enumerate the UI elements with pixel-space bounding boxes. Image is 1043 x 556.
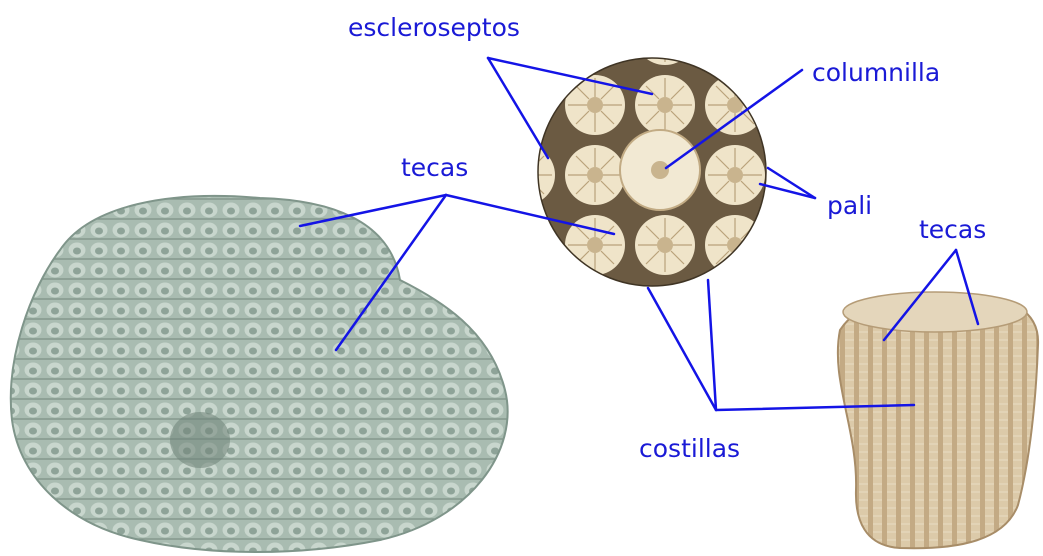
right-coral-specimen bbox=[838, 292, 1038, 548]
label-tecas-right: tecas bbox=[919, 217, 986, 242]
left-coral-shadow bbox=[170, 412, 230, 468]
label-tecas-left: tecas bbox=[401, 155, 468, 180]
closeup-circle bbox=[530, 50, 780, 300]
label-pali: pali bbox=[827, 193, 872, 218]
label-escleroseptos: escleroseptos bbox=[348, 15, 520, 40]
leader-pali-b bbox=[760, 184, 815, 198]
leader-costillas-b bbox=[708, 280, 716, 410]
label-columnilla: columnilla bbox=[812, 60, 940, 85]
right-coral-top bbox=[843, 292, 1027, 332]
leader-pali-a bbox=[768, 168, 815, 198]
left-coral-specimen bbox=[11, 196, 508, 552]
leader-costillas-a bbox=[648, 288, 716, 410]
left-coral-body bbox=[11, 196, 508, 552]
leader-escleroseptos-a bbox=[488, 58, 548, 158]
label-costillas: costillas bbox=[639, 436, 740, 461]
